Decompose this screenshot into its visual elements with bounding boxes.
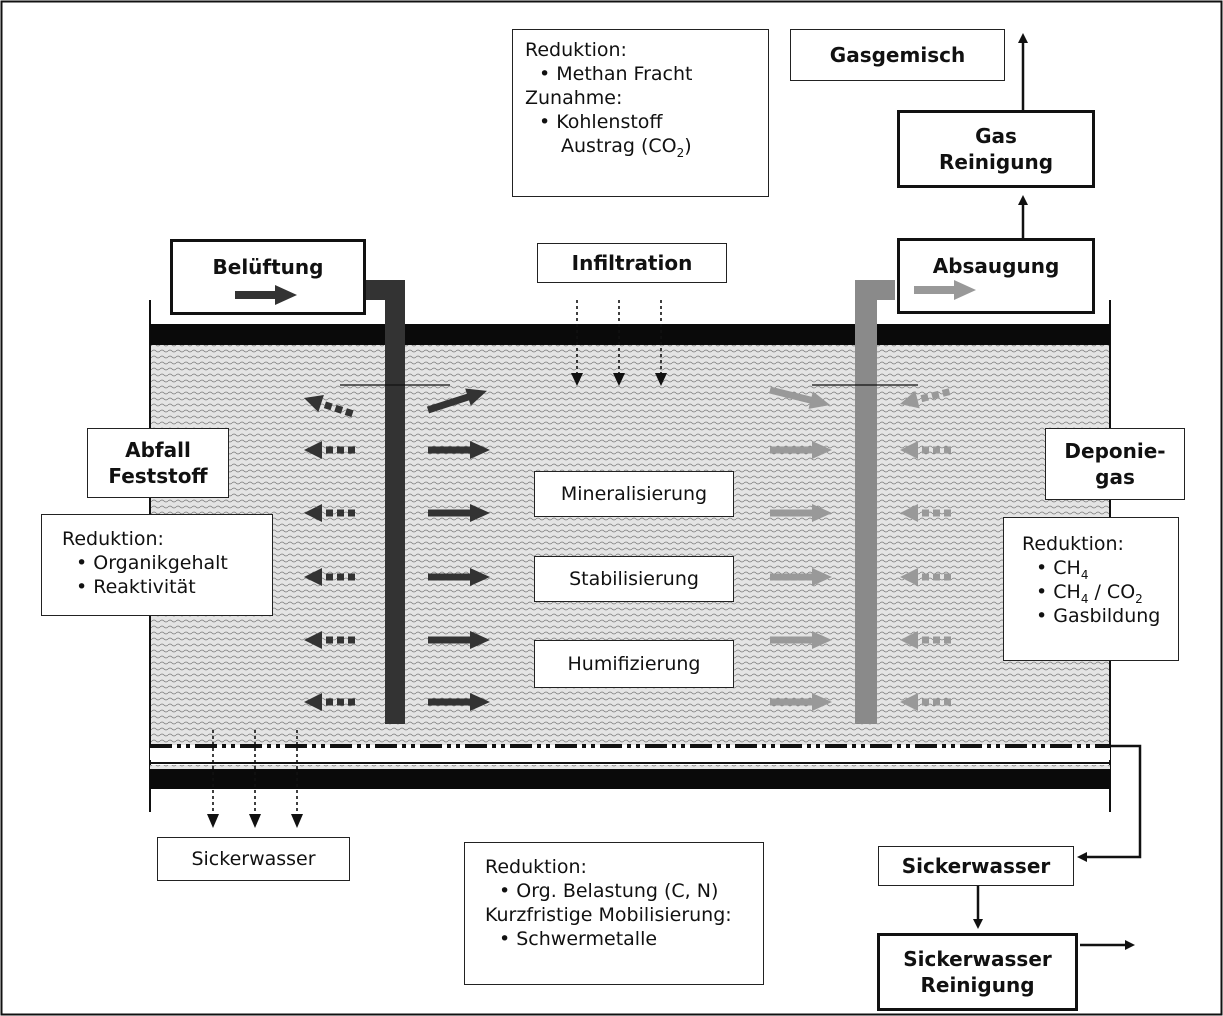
extraction-flow-arrow-5 — [770, 631, 832, 649]
aeration-flow-arrow-4 — [428, 568, 490, 586]
top-box-item-carbon-cont: Austrag (CO2) — [561, 135, 692, 160]
aeration-label: Belüftung — [212, 255, 324, 279]
gas-cleaning-box: Gas Reinigung — [897, 110, 1095, 188]
leachate-treatment-box: Sickerwasser Reinigung — [877, 933, 1078, 1011]
aeration-pipe — [365, 280, 405, 724]
gas-reduction-item-ch4: CH4 — [1022, 556, 1168, 581]
top-box-heading-reduction: Reduktion: — [525, 39, 627, 61]
extraction-flow-arrow-2 — [770, 441, 832, 459]
waste-reduction-box: Reduktion: Organikgehalt Reaktivität — [41, 514, 273, 616]
aeration-dotted-arrow-6 — [304, 693, 355, 711]
landfill-gas-line2: gas — [1095, 465, 1135, 489]
top-box-item-methane: Methan Fracht — [525, 62, 758, 86]
aeration-flow-arrow-3 — [428, 504, 490, 522]
extraction-flow-arrow-3 — [770, 504, 832, 522]
gas-reduction-item-gas-formation: Gasbildung — [1022, 604, 1168, 628]
leachate-left-label: Sickerwasser — [157, 837, 350, 881]
gas-reduction-box: Reduktion: CH4 CH4 / CO2 Gasbildung — [1003, 517, 1179, 661]
aeration-arrow-icon — [235, 285, 297, 305]
extraction-dotted-arrow-6 — [900, 693, 951, 711]
aeration-flow-arrow-5 — [428, 631, 490, 649]
extraction-dotted-arrow-2 — [900, 441, 951, 459]
leachate-treatment-line2: Reinigung — [920, 973, 1035, 997]
leachate-down-arrows — [212, 730, 298, 815]
gas-cleaning-line2: Reinigung — [938, 150, 1054, 174]
waste-solids-line2: Feststoff — [108, 464, 208, 488]
gas-cleaning-line1: Gas — [975, 124, 1017, 148]
aeration-dotted-arrow-5 — [304, 631, 355, 649]
top-box-heading-increase: Zunahme: — [525, 87, 623, 109]
extraction-label: Absaugung — [932, 254, 1060, 278]
bottom-box-heading-reduction: Reduktion: — [485, 856, 587, 878]
aeration-flow-arrow-1 — [426, 388, 487, 414]
bottom-box-heading-mobilization: Kurzfristige Mobilisierung: — [485, 904, 732, 926]
top-info-box: Reduktion: Methan Fracht Zunahme: Kohlen… — [512, 29, 769, 197]
extraction-dotted-arrow-4 — [900, 568, 951, 586]
waste-reduction-item-organics: Organikgehalt — [62, 551, 262, 575]
waste-solids-line1: Abfall — [125, 438, 191, 462]
leachate-right-label: Sickerwasser — [878, 846, 1074, 886]
aeration-dotted-arrow-1 — [304, 395, 354, 418]
leachate-route-arrow — [1077, 744, 1142, 862]
aeration-dotted-arrow-3 — [304, 504, 355, 522]
landfill-gas-label: Deponie- gas — [1045, 428, 1185, 500]
extraction-pipe — [855, 280, 895, 724]
extraction-flow-arrow-4 — [770, 568, 832, 586]
aeration-flow-arrow-6 — [428, 693, 490, 711]
landfill-gas-line1: Deponie- — [1064, 439, 1166, 463]
infiltration-arrows — [576, 300, 662, 375]
base-layer — [150, 769, 1110, 789]
bottom-box-item-heavy-metals: Schwermetalle — [485, 927, 753, 951]
infiltration-label: Infiltration — [537, 243, 727, 283]
flow-arrows — [304, 386, 951, 711]
extraction-arrow-icon — [914, 280, 976, 300]
aeration-flow-arrow-2 — [428, 441, 490, 459]
extraction-flow-arrow-6 — [770, 693, 832, 711]
cover-layer — [150, 324, 1110, 345]
waste-reduction-item-reactivity: Reaktivität — [62, 575, 262, 599]
waste-reduction-heading: Reduktion: — [62, 528, 164, 550]
extraction-flow-arrow-1 — [769, 386, 831, 409]
top-box-item-carbon: Kohlenstoff — [525, 110, 758, 134]
liner-upper-gap — [150, 751, 1110, 760]
gas-reduction-item-ratio: CH4 / CO2 — [1022, 580, 1168, 605]
aeration-dotted-arrow-2 — [304, 441, 355, 459]
liner-fill — [150, 765, 1110, 769]
aeration-box: Belüftung — [170, 239, 366, 315]
extraction-dotted-arrow-5 — [900, 631, 951, 649]
waste-solids-label: Abfall Feststoff — [87, 428, 229, 498]
leachate-treatment-line1: Sickerwasser — [903, 947, 1052, 971]
mineralization-label: Mineralisierung — [534, 471, 734, 517]
aeration-dotted-arrow-4 — [304, 568, 355, 586]
extraction-dotted-arrow-3 — [900, 504, 951, 522]
extraction-box: Absaugung — [897, 238, 1095, 314]
humification-label: Humifizierung — [534, 640, 734, 688]
gas-reduction-heading: Reduktion: — [1022, 533, 1124, 555]
gasgemisch-label: Gasgemisch — [790, 29, 1005, 81]
stabilization-label: Stabilisierung — [534, 556, 734, 602]
extraction-dotted-arrow-1 — [900, 388, 951, 409]
bottom-info-box: Reduktion: Org. Belastung (C, N) Kurzfri… — [464, 842, 764, 985]
bottom-box-item-org-load: Org. Belastung (C, N) — [485, 879, 753, 903]
